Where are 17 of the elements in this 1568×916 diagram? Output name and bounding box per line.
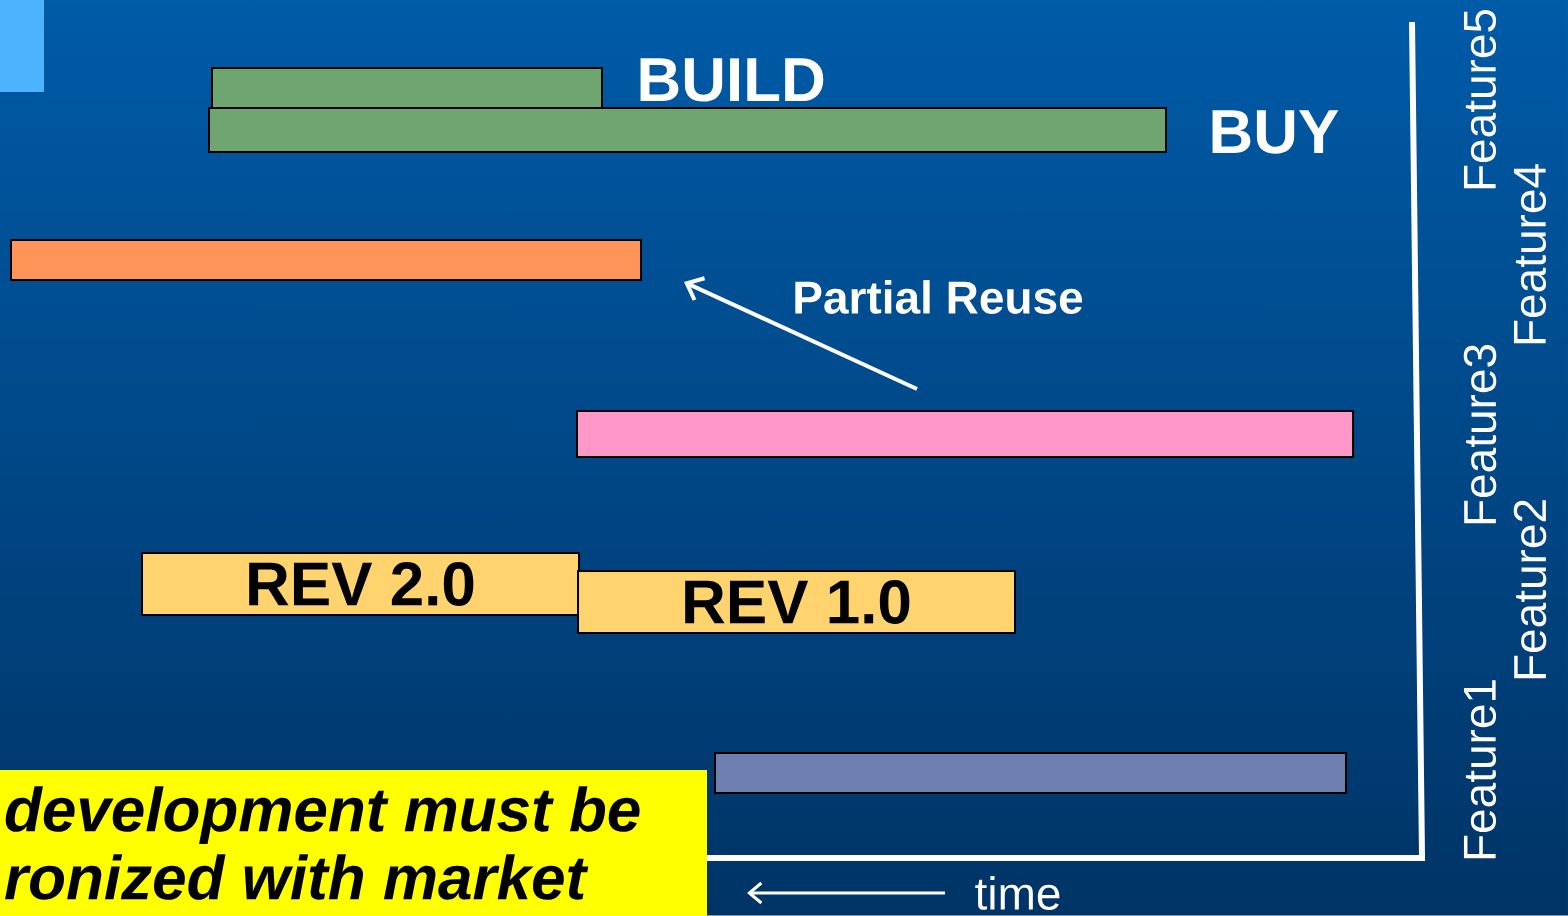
timeline-bar xyxy=(10,239,642,281)
bar-label: BUY xyxy=(1212,110,1339,154)
edge-label: Partial Reuse xyxy=(795,280,1083,314)
timeline-bar xyxy=(714,752,1347,794)
time-label: time xyxy=(975,876,1060,910)
axis-label: Feature3 xyxy=(1463,345,1497,524)
axis-label: Feature5 xyxy=(1463,9,1497,189)
axis-label: Feature1 xyxy=(1463,680,1497,859)
bar-label: BUILD xyxy=(640,58,824,102)
axis-label: Feature2 xyxy=(1513,500,1547,679)
timeline-bar xyxy=(211,67,603,109)
release-bar: REV 2.0 xyxy=(141,552,580,616)
axis-label: Feature4 xyxy=(1513,164,1547,344)
release-bar: REV 1.0 xyxy=(577,570,1016,634)
timeline-bar xyxy=(576,410,1354,458)
arrow xyxy=(684,276,918,391)
note-box: development must be ronized with market xyxy=(0,770,707,916)
